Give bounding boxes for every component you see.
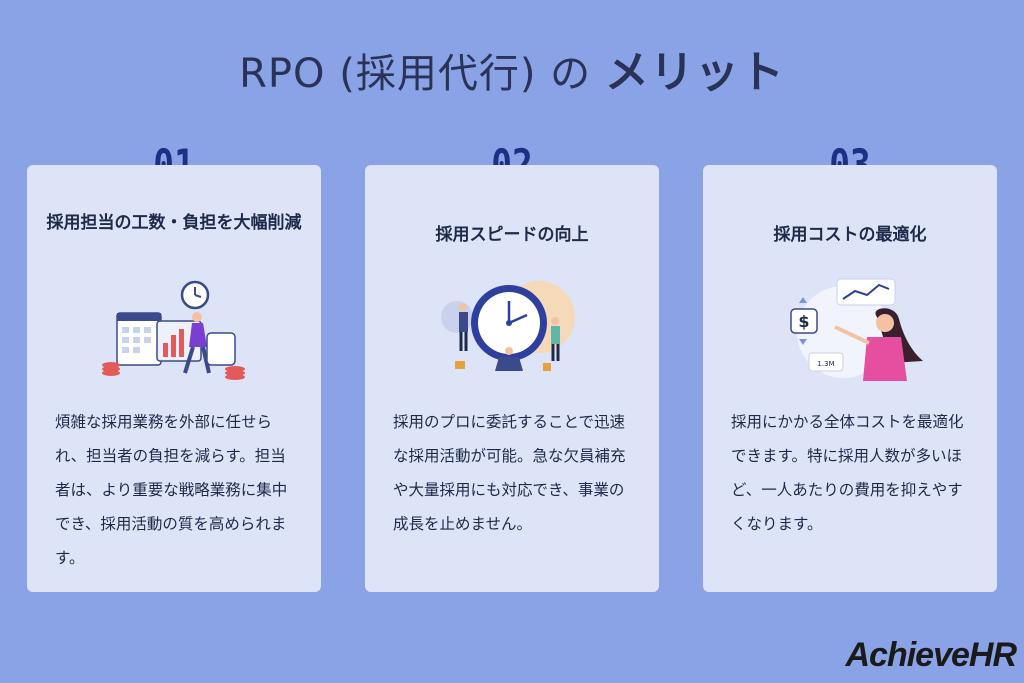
card-heading-1: 採用担当の工数・負担を大幅削減 [46,213,302,233]
title-emphasis: メリット [604,47,785,98]
title-prefix: RPO (採用代行) の [239,51,592,97]
svg-text:$: $ [798,312,809,331]
calendar-clock-person-coins-illustration [102,280,245,380]
card-description-1: 煩雑な採用業務を外部に任せられ、担当者の負担を減らす。担当者は、より重要な戦略業… [55,413,288,567]
merit-card-1: 採用担当の工数・負担を大幅削減 煩雑な採用業務を外部に任せられ、担当者の負担を減… [27,165,321,592]
card-description-2: 採用のプロに委託することで迅速な採用活動が可能。急な欠員補充や大量採用にも対応で… [393,413,626,533]
merit-card-3: 採用コストの最適化 $ 1.3M 採用にかかる全体コストを最適化できます。特に採… [703,165,997,592]
big-clock-team-illustration [441,281,575,371]
card-description-3: 採用にかかる全体コストを最適化できます。特に採用人数が多いほど、一人あたりの費用… [731,413,964,533]
card-heading-3: 採用コストの最適化 [773,225,927,245]
page-title: RPO (採用代行) の メリット [0,36,1024,100]
achievehr-logo: AchieveHR [845,636,1017,674]
cost-badge-value: 1.3M [817,360,834,368]
merit-card-2: 採用スピードの向上 採用のプロに委託することで迅速な採用活動が可能。急な欠員補充… [365,165,659,592]
card-heading-2: 採用スピードの向上 [435,225,589,245]
woman-cost-dashboard-illustration: $ 1.3M [790,278,923,381]
